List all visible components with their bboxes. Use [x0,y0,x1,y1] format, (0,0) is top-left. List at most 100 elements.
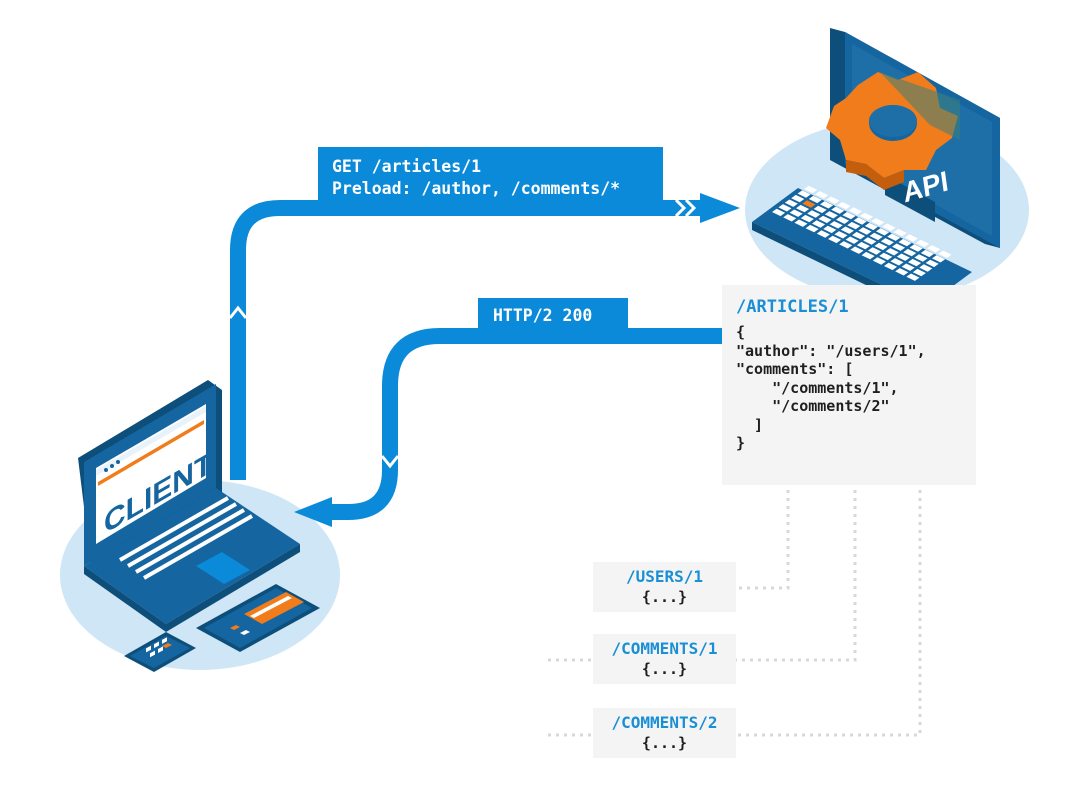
keyboard-key [804,185,818,194]
keyboard-key [812,220,826,228]
resource-body: {...} [641,588,688,606]
article-card-json: { "author": "/users/1", "comments": [ "/… [736,323,926,452]
keyboard-key [863,237,877,245]
keyboard-key [932,255,946,263]
keyboard-key [861,251,875,260]
keyboard-key [919,264,933,272]
keyboard-key [802,200,816,208]
keyboard-key [828,235,842,244]
keyboard-key [892,243,906,251]
keyboard-key [872,257,886,265]
keyboard-key [772,208,786,217]
article-card: /ARTICLES/1 { "author": "/users/1", "com… [722,285,976,485]
keyboard-key [829,221,843,229]
resource-body: {...} [641,734,688,752]
phone-icon [124,632,196,672]
keyboard-key [896,253,910,261]
keyboard-key [815,191,829,199]
dotted-connectors [548,490,922,737]
tablet-icon [196,584,320,652]
keyboard-key [778,204,792,212]
keyboard-key [797,190,811,198]
keyboard-key [842,211,856,220]
keyboard-key [916,239,930,248]
keyboard-key [874,242,888,251]
request-preload-header: Preload: /author, /comments/* [332,179,621,198]
keyboard-key [876,228,890,236]
keyboard-key [796,204,810,213]
keyboard-key [927,245,941,253]
keyboard-key [914,254,928,262]
keyboard-key [808,195,822,204]
keyboard-key [860,212,874,221]
keyboard-key [853,217,867,225]
keyboard-key [879,252,893,261]
keyboard-key [813,205,827,214]
keyboard-key [839,241,853,249]
gear-icon [826,72,960,190]
keyboard-key [807,210,821,218]
keyboard-key [901,263,915,271]
resource-title: /COMMENTS/1 [611,639,718,658]
keyboard-key [794,219,808,227]
keyboard-key [824,211,838,219]
keyboard-key [836,216,850,224]
resource-title: /USERS/1 [625,567,704,586]
keyboard-key [890,258,904,266]
resource-title: /COMMENTS/2 [611,713,718,732]
keyboard-key [791,194,805,203]
article-card-title: /ARTICLES/1 [736,297,849,317]
keyboard-key [858,227,872,235]
keyboard-key [848,207,862,215]
request-label: GET /articles/1 Preload: /author, /comme… [318,147,663,209]
keyboard-key [800,214,814,223]
keyboard-key [869,232,883,241]
keyboard-key [895,268,909,276]
keyboard-key [904,234,918,242]
keyboard-key [871,218,885,226]
keyboard-key [925,259,939,268]
keyboard-key [909,244,923,252]
keyboard-key [789,209,803,217]
keyboard-key [903,248,917,257]
keyboard-key [834,231,848,239]
keyboard-key [912,268,926,277]
keyboard-key [805,224,819,233]
keyboard-key [845,236,859,244]
keyboard-key [856,241,870,250]
keyboard-key [882,223,896,231]
keyboard-key [826,196,840,204]
keyboard-key [840,226,854,234]
keyboard-key [908,258,922,267]
keyboard-key [783,214,797,222]
response-arrow [294,328,722,527]
keyboard-key [852,231,866,240]
pushed-resource-comments-1: /COMMENTS/1 {...} [593,634,736,684]
keyboard-key [847,221,861,230]
keyboard-key [868,247,882,255]
keyboard-key [784,199,798,207]
request-line: GET /articles/1 [332,157,482,176]
keyboard-key [880,238,894,246]
keyboard-key [885,248,899,256]
keyboard-key [898,238,912,247]
keyboard-key [884,262,898,271]
keyboard-key [920,249,934,258]
keyboard-key [831,206,845,214]
keyboard-key [887,233,901,241]
keyboard-key [837,201,851,210]
keyboard-key [850,246,864,254]
keyboard-key [938,250,952,258]
keyboard-key [893,228,907,237]
keyboard-key [818,215,832,224]
keyboard-key [823,225,837,234]
keyboard-key [816,230,830,238]
request-arrow [228,193,740,480]
pushed-resource-users-1: /USERS/1 {...} [593,562,736,612]
resource-body: {...} [641,660,688,678]
keyboard-key [906,273,920,281]
pushed-resource-comments-2: /COMMENTS/2 {...} [593,708,736,758]
laptop-icon: CLIENT [78,380,300,632]
